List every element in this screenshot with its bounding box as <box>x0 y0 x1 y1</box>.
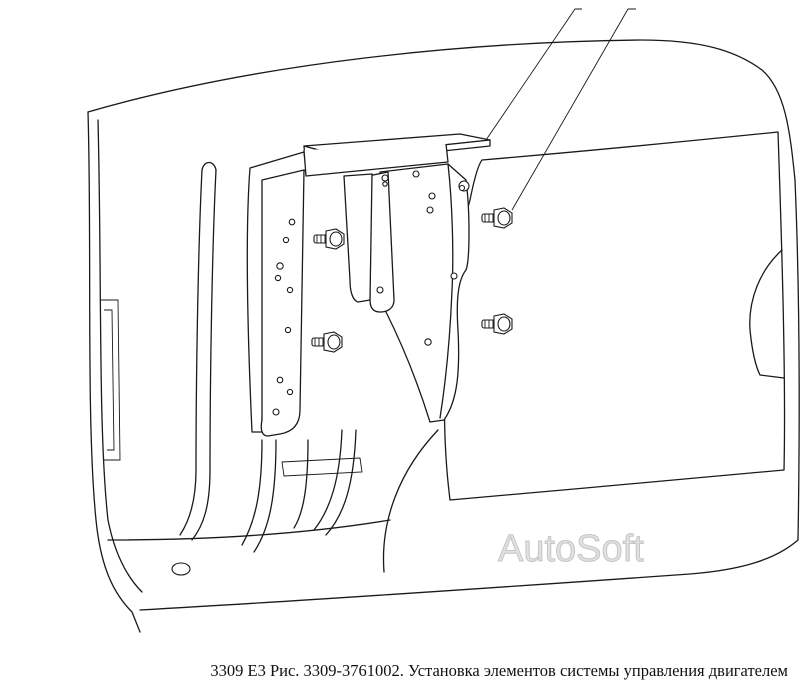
watermark: AutoSoft <box>498 528 645 571</box>
central-bracket-hole-3 <box>412 170 420 178</box>
left-bracket-hole-1 <box>288 218 296 226</box>
central-bracket-hole-2 <box>382 181 388 187</box>
panel-ribs <box>179 161 363 553</box>
left-bracket-hole-8 <box>286 388 294 396</box>
central-bracket-strap <box>343 173 373 303</box>
rib-2-inner <box>253 439 277 553</box>
left-bracket-hole-6 <box>284 326 292 334</box>
left-bracket-hole-2 <box>282 236 290 244</box>
central-bracket-tab <box>367 171 395 313</box>
panel-top-edge <box>87 39 796 181</box>
central-bracket-hole-6 <box>376 286 384 294</box>
left-bracket <box>246 151 307 437</box>
recess-lower-curve <box>382 429 439 573</box>
central-bracket-hole-9 <box>458 184 466 192</box>
cross-plate-side <box>303 143 449 177</box>
rib-1-cap <box>201 161 217 171</box>
top-cross-plate <box>303 133 491 177</box>
left-bracket-hole-5 <box>274 274 282 282</box>
rib-4-inner <box>325 429 357 536</box>
central-bracket-hole-1 <box>381 174 389 182</box>
panel-strip <box>100 299 121 461</box>
panel-left-edge <box>87 111 141 633</box>
leader-lines <box>485 8 636 211</box>
rib-1 <box>179 169 203 536</box>
leader-line-bracket <box>485 8 582 141</box>
left-bracket-hole-7 <box>276 376 284 384</box>
panel-strip-inner <box>104 309 115 451</box>
bolt-left-lower <box>311 331 343 353</box>
central-bracket-hole-7 <box>424 338 432 346</box>
panel-label-plate <box>281 457 363 477</box>
bolt-left-upper <box>313 228 345 250</box>
central-bracket <box>343 163 470 423</box>
rib-2 <box>241 439 263 546</box>
central-bracket-hole-5 <box>426 206 434 214</box>
engine-control-mount-drawing <box>87 8 800 633</box>
panel-inner-curve <box>97 119 143 593</box>
central-bracket-plate <box>378 163 470 423</box>
central-bracket-hole-4 <box>428 192 436 200</box>
left-bracket-hole-9 <box>272 408 280 416</box>
rib-3 <box>293 439 309 529</box>
central-bracket-fold <box>439 163 454 419</box>
rib-1-inner <box>191 169 217 541</box>
figure-caption: 3309 Е3 Рис. 3309-3761002. Установка эле… <box>210 661 788 680</box>
body-panel <box>87 39 800 633</box>
left-bracket-hole-4 <box>286 286 294 294</box>
left-bracket-body <box>260 169 305 437</box>
leader-line-bolt <box>511 8 636 211</box>
bolt-right-upper <box>481 207 513 229</box>
central-bracket-hole-10 <box>450 272 458 280</box>
panel-lower-curve <box>107 519 391 541</box>
panel-right-edge <box>794 179 800 541</box>
recess-step <box>749 249 785 379</box>
rib-4 <box>313 429 343 531</box>
bolt-right-lower <box>481 313 513 335</box>
drain-hole <box>171 562 191 576</box>
left-bracket-hole-3 <box>276 262 284 270</box>
panel-bottom-edge <box>139 539 799 611</box>
